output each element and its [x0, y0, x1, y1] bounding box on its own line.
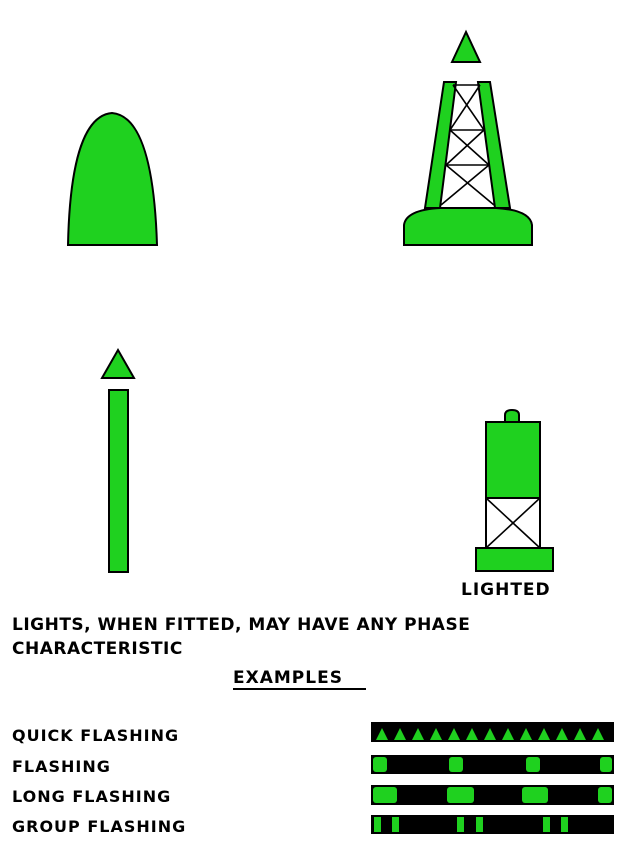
green-can-buoy-icon [68, 113, 157, 245]
lighted-label: LIGHTED [461, 580, 551, 600]
green-lighted-buoy-icon [476, 410, 553, 571]
example-label-group-flashing: GROUP FLASHING [12, 817, 186, 836]
example-label-long-flashing: LONG FLASHING [12, 787, 171, 806]
note-line-1: LIGHTS, WHEN FITTED, MAY HAVE ANY PHASE [12, 615, 470, 635]
example-label-flashing: FLASHING [12, 757, 111, 776]
note-line-2: CHARACTERISTIC [12, 639, 183, 659]
green-spar-buoy-icon [102, 350, 134, 572]
long-flashing-bar [371, 785, 614, 805]
flashing-bar [371, 755, 614, 774]
green-lattice-buoy-icon [404, 32, 532, 245]
group-flashing-bar [371, 815, 614, 834]
examples-heading: EXAMPLES [233, 668, 343, 688]
quick-flashing-bar [371, 722, 614, 742]
example-label-quick-flashing: QUICK FLASHING [12, 726, 179, 745]
